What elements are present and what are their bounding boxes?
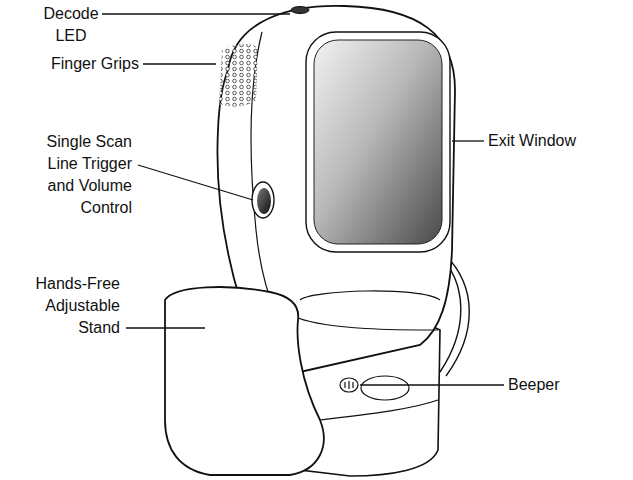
head-bezel bbox=[300, 291, 440, 300]
trigger-button bbox=[257, 188, 271, 214]
stand-edge bbox=[320, 400, 438, 420]
callout-label: Finger Grips bbox=[4, 53, 139, 75]
leader-line bbox=[138, 165, 253, 200]
callout-label: Single Scan Line Trigger and Volume Cont… bbox=[18, 131, 132, 219]
leader-lines bbox=[102, 14, 504, 385]
trigger-housing bbox=[252, 182, 274, 218]
callout-label: Beeper bbox=[508, 374, 618, 396]
beeper-slots bbox=[345, 381, 353, 389]
callout-label: Hands-Free Adjustable Stand bbox=[8, 273, 120, 339]
decode-led bbox=[291, 7, 309, 14]
callout-label: Decode LED bbox=[40, 3, 102, 47]
stand-front bbox=[165, 287, 324, 475]
leader-line bbox=[452, 140, 484, 141]
finger-grips bbox=[219, 44, 258, 107]
leader-line bbox=[360, 384, 504, 385]
window-frame bbox=[306, 32, 450, 252]
exit-window bbox=[314, 40, 442, 244]
leader-line bbox=[126, 327, 205, 328]
leader-line bbox=[102, 13, 290, 14]
stand-edge bbox=[298, 318, 438, 330]
beeper bbox=[340, 378, 358, 392]
beeper-recess bbox=[361, 376, 409, 400]
callout-label: Exit Window bbox=[488, 130, 618, 152]
leader-line bbox=[143, 63, 216, 64]
